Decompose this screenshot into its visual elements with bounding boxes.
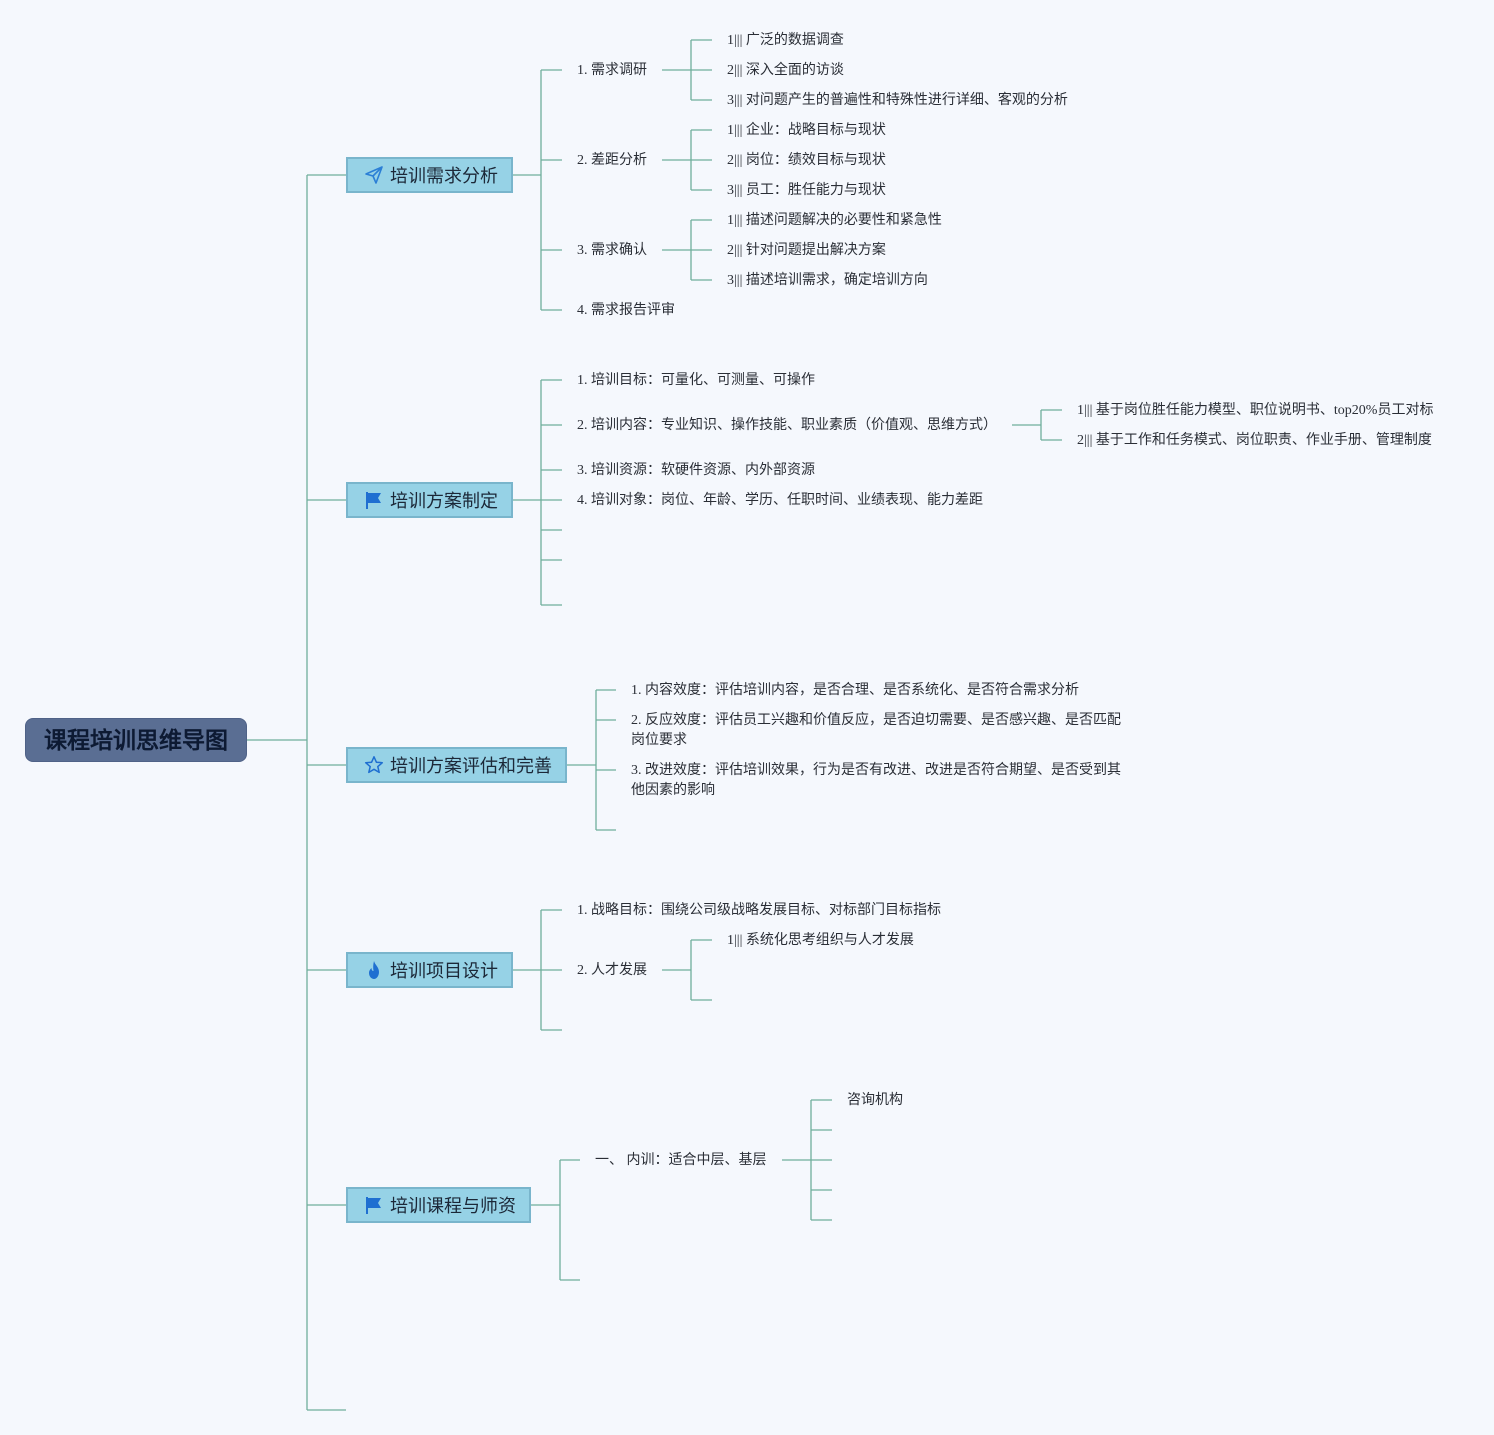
node-needs-report-review[interactable]: 4. 需求报告评审 [577, 303, 675, 318]
leaf-item[interactable]: 1||| 描述问题解决的必要性和紧急性 [727, 213, 942, 228]
branch-label: 培训方案评估和完善 [390, 756, 552, 777]
leaf-item[interactable]: 3||| 对问题产生的普遍性和特殊性进行详细、客观的分析 [727, 93, 1068, 108]
branch-training-plan[interactable]: 培训方案制定 [346, 482, 513, 518]
flame-icon [369, 961, 379, 979]
branch-label: 培训需求分析 [390, 166, 498, 187]
star-icon [364, 756, 384, 774]
node-talent-development[interactable]: 2. 人才发展 [577, 963, 647, 978]
branch-plan-evaluation[interactable]: 培训方案评估和完善 [346, 747, 567, 783]
branch-project-design[interactable]: 培训项目设计 [346, 952, 513, 988]
node-response-validity[interactable]: 2. 反应效度：评估员工兴趣和价值反应，是否迫切需要、是否感兴趣、是否匹配岗位要… [631, 713, 1121, 748]
node-training-target[interactable]: 4. 培训对象：岗位、年龄、学历、任职时间、业绩表现、能力差距 [577, 493, 983, 508]
node-gap-analysis[interactable]: 2. 差距分析 [577, 153, 647, 168]
node-improvement-validity[interactable]: 3. 改进效度：评估培训效果，行为是否有改进、改进是否符合期望、是否受到其他因素… [631, 763, 1121, 798]
root-node[interactable]: 课程培训思维导图 [25, 718, 247, 762]
node-needs-research[interactable]: 1. 需求调研 [577, 63, 647, 78]
branch-courses-teachers[interactable]: 培训课程与师资 [346, 1187, 531, 1223]
leaf-item[interactable]: 2||| 针对问题提出解决方案 [727, 243, 886, 258]
branch-label: 培训课程与师资 [390, 1196, 516, 1217]
node-needs-confirm[interactable]: 3. 需求确认 [577, 243, 647, 258]
node-training-resources[interactable]: 3. 培训资源：软硬件资源、内外部资源 [577, 463, 815, 478]
leaf-item[interactable]: 2||| 基于工作和任务模式、岗位职责、作业手册、管理制度 [1077, 433, 1432, 448]
node-content-validity[interactable]: 1. 内容效度：评估培训内容，是否合理、是否系统化、是否符合需求分析 [631, 683, 1079, 698]
branch-training-needs[interactable]: 培训需求分析 [346, 157, 513, 193]
leaf-item[interactable]: 1||| 企业：战略目标与现状 [727, 123, 886, 138]
flag-icon [366, 492, 381, 509]
branch-label: 培训项目设计 [390, 961, 498, 982]
leaf-item[interactable]: 1||| 基于岗位胜任能力模型、职位说明书、top20%员工对标 [1077, 403, 1434, 418]
leaf-item[interactable]: 3||| 描述培训需求，确定培训方向 [727, 273, 928, 288]
leaf-item[interactable]: 2||| 岗位：绩效目标与现状 [727, 153, 886, 168]
node-training-content[interactable]: 2. 培训内容：专业知识、操作技能、职业素质（价值观、思维方式） [577, 418, 997, 433]
branch-label: 培训方案制定 [390, 491, 498, 512]
leaf-item[interactable]: 1||| 广泛的数据调查 [727, 33, 844, 48]
leaf-item[interactable]: 1||| 系统化思考组织与人才发展 [727, 933, 914, 948]
leaf-item[interactable]: 2||| 深入全面的访谈 [727, 63, 844, 78]
leaf-item[interactable]: 咨询机构 [847, 1093, 903, 1108]
node-internal-training[interactable]: 一、 内训：适合中层、基层 [595, 1153, 767, 1168]
node-training-goal[interactable]: 1. 培训目标：可量化、可测量、可操作 [577, 373, 815, 388]
paper-plane-icon [365, 166, 383, 184]
flag-icon [366, 1197, 381, 1214]
node-strategic-goal[interactable]: 1. 战略目标：围绕公司级战略发展目标、对标部门目标指标 [577, 903, 941, 918]
leaf-item[interactable]: 3||| 员工：胜任能力与现状 [727, 183, 886, 198]
